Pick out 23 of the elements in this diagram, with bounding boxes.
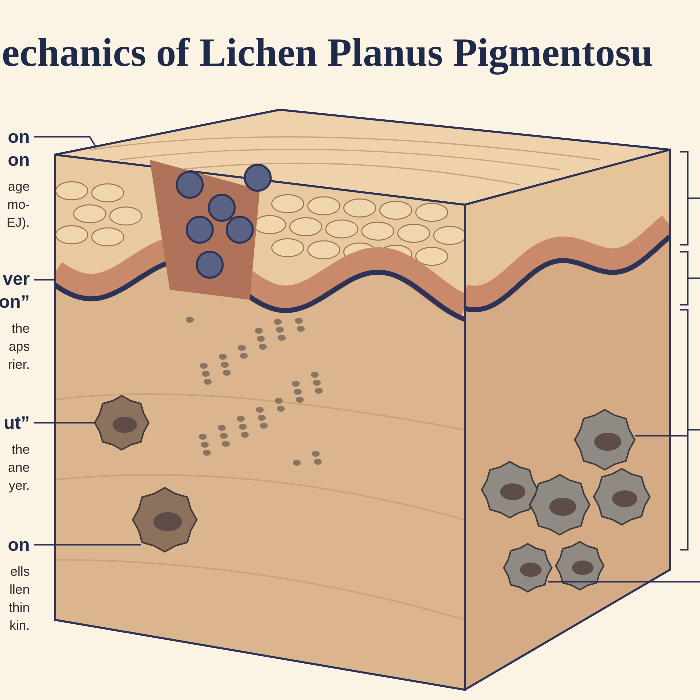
pigment-cell-icon bbox=[503, 541, 605, 593]
title: echanics of Lichen Planus Pigmentosu bbox=[2, 30, 654, 76]
leader-line bbox=[548, 581, 700, 583]
callout-text: the ane yer. bbox=[7, 441, 30, 495]
bracket bbox=[679, 151, 700, 246]
callout-heading: ver on” bbox=[0, 268, 30, 314]
leader-line bbox=[34, 279, 55, 281]
callout-heading: ut” bbox=[4, 412, 30, 435]
pigment-cell-icon bbox=[132, 487, 198, 553]
bracket bbox=[679, 251, 700, 306]
bracket bbox=[679, 309, 700, 551]
pigment-cell-icon bbox=[94, 395, 150, 451]
callout-text: the aps rier. bbox=[7, 320, 30, 374]
leader-line bbox=[635, 435, 688, 437]
leader-line bbox=[34, 136, 97, 148]
pigment-cell-icon bbox=[481, 409, 651, 536]
leader-line bbox=[34, 544, 141, 546]
callout-heading: on on bbox=[7, 126, 30, 172]
leader-line bbox=[34, 422, 94, 424]
immune-cell-cluster-drawing bbox=[150, 160, 272, 300]
callout-heading: on bbox=[8, 534, 30, 557]
callout-text: ells llen thin kin. bbox=[8, 563, 30, 635]
callout-text: age mo- EJ). bbox=[6, 178, 30, 232]
